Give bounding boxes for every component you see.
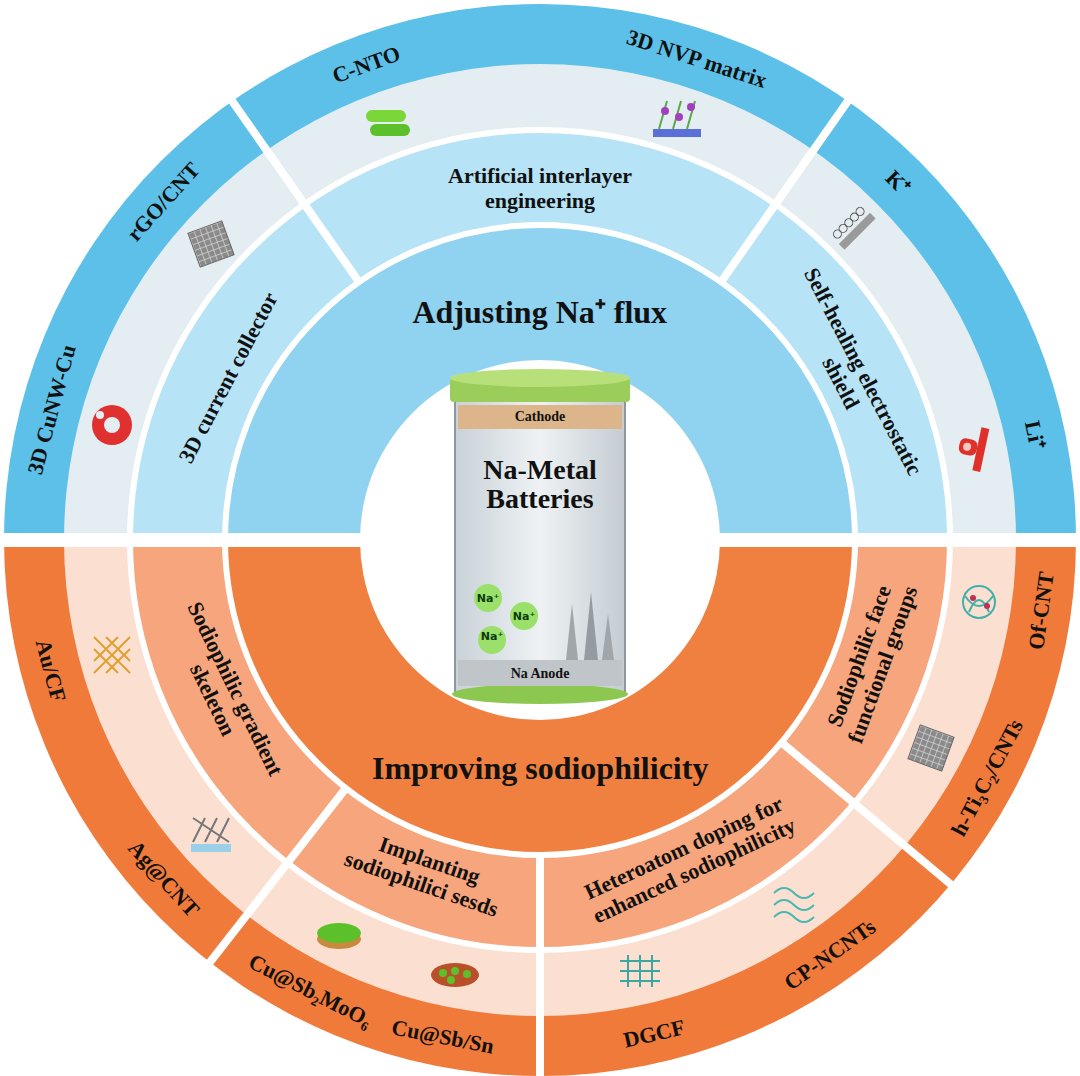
theme-band: Adjusting Na⁺ flux [413,294,668,331]
battery-illustration [450,369,630,704]
sector-text: Artificial interlayer engineering [400,163,680,214]
top-half [4,4,1076,540]
ion-label: Na⁺ [513,610,535,623]
sector-text: Improving sodiophilicity [372,750,708,787]
strategy-sector: Artificial interlayer engineering [400,163,680,214]
ion-label: Na⁺ [477,592,499,605]
battery-node: CathodeNa-Metal Batteries Na Anode [455,405,625,686]
ion-label: Na⁺ [481,630,503,643]
sector-text: Adjusting Na⁺ flux [413,294,668,331]
sector-text: Li⁺ [1020,419,1051,451]
sector-separators [207,98,954,1076]
theme-band: Improving sodiophilicity [372,750,708,787]
battery-title: Na-Metal Batteries [460,455,620,514]
electrode-label: Na Anode [511,662,570,686]
example-label: Li⁺ [1020,419,1051,451]
electrode-label: Cathode [515,405,566,429]
